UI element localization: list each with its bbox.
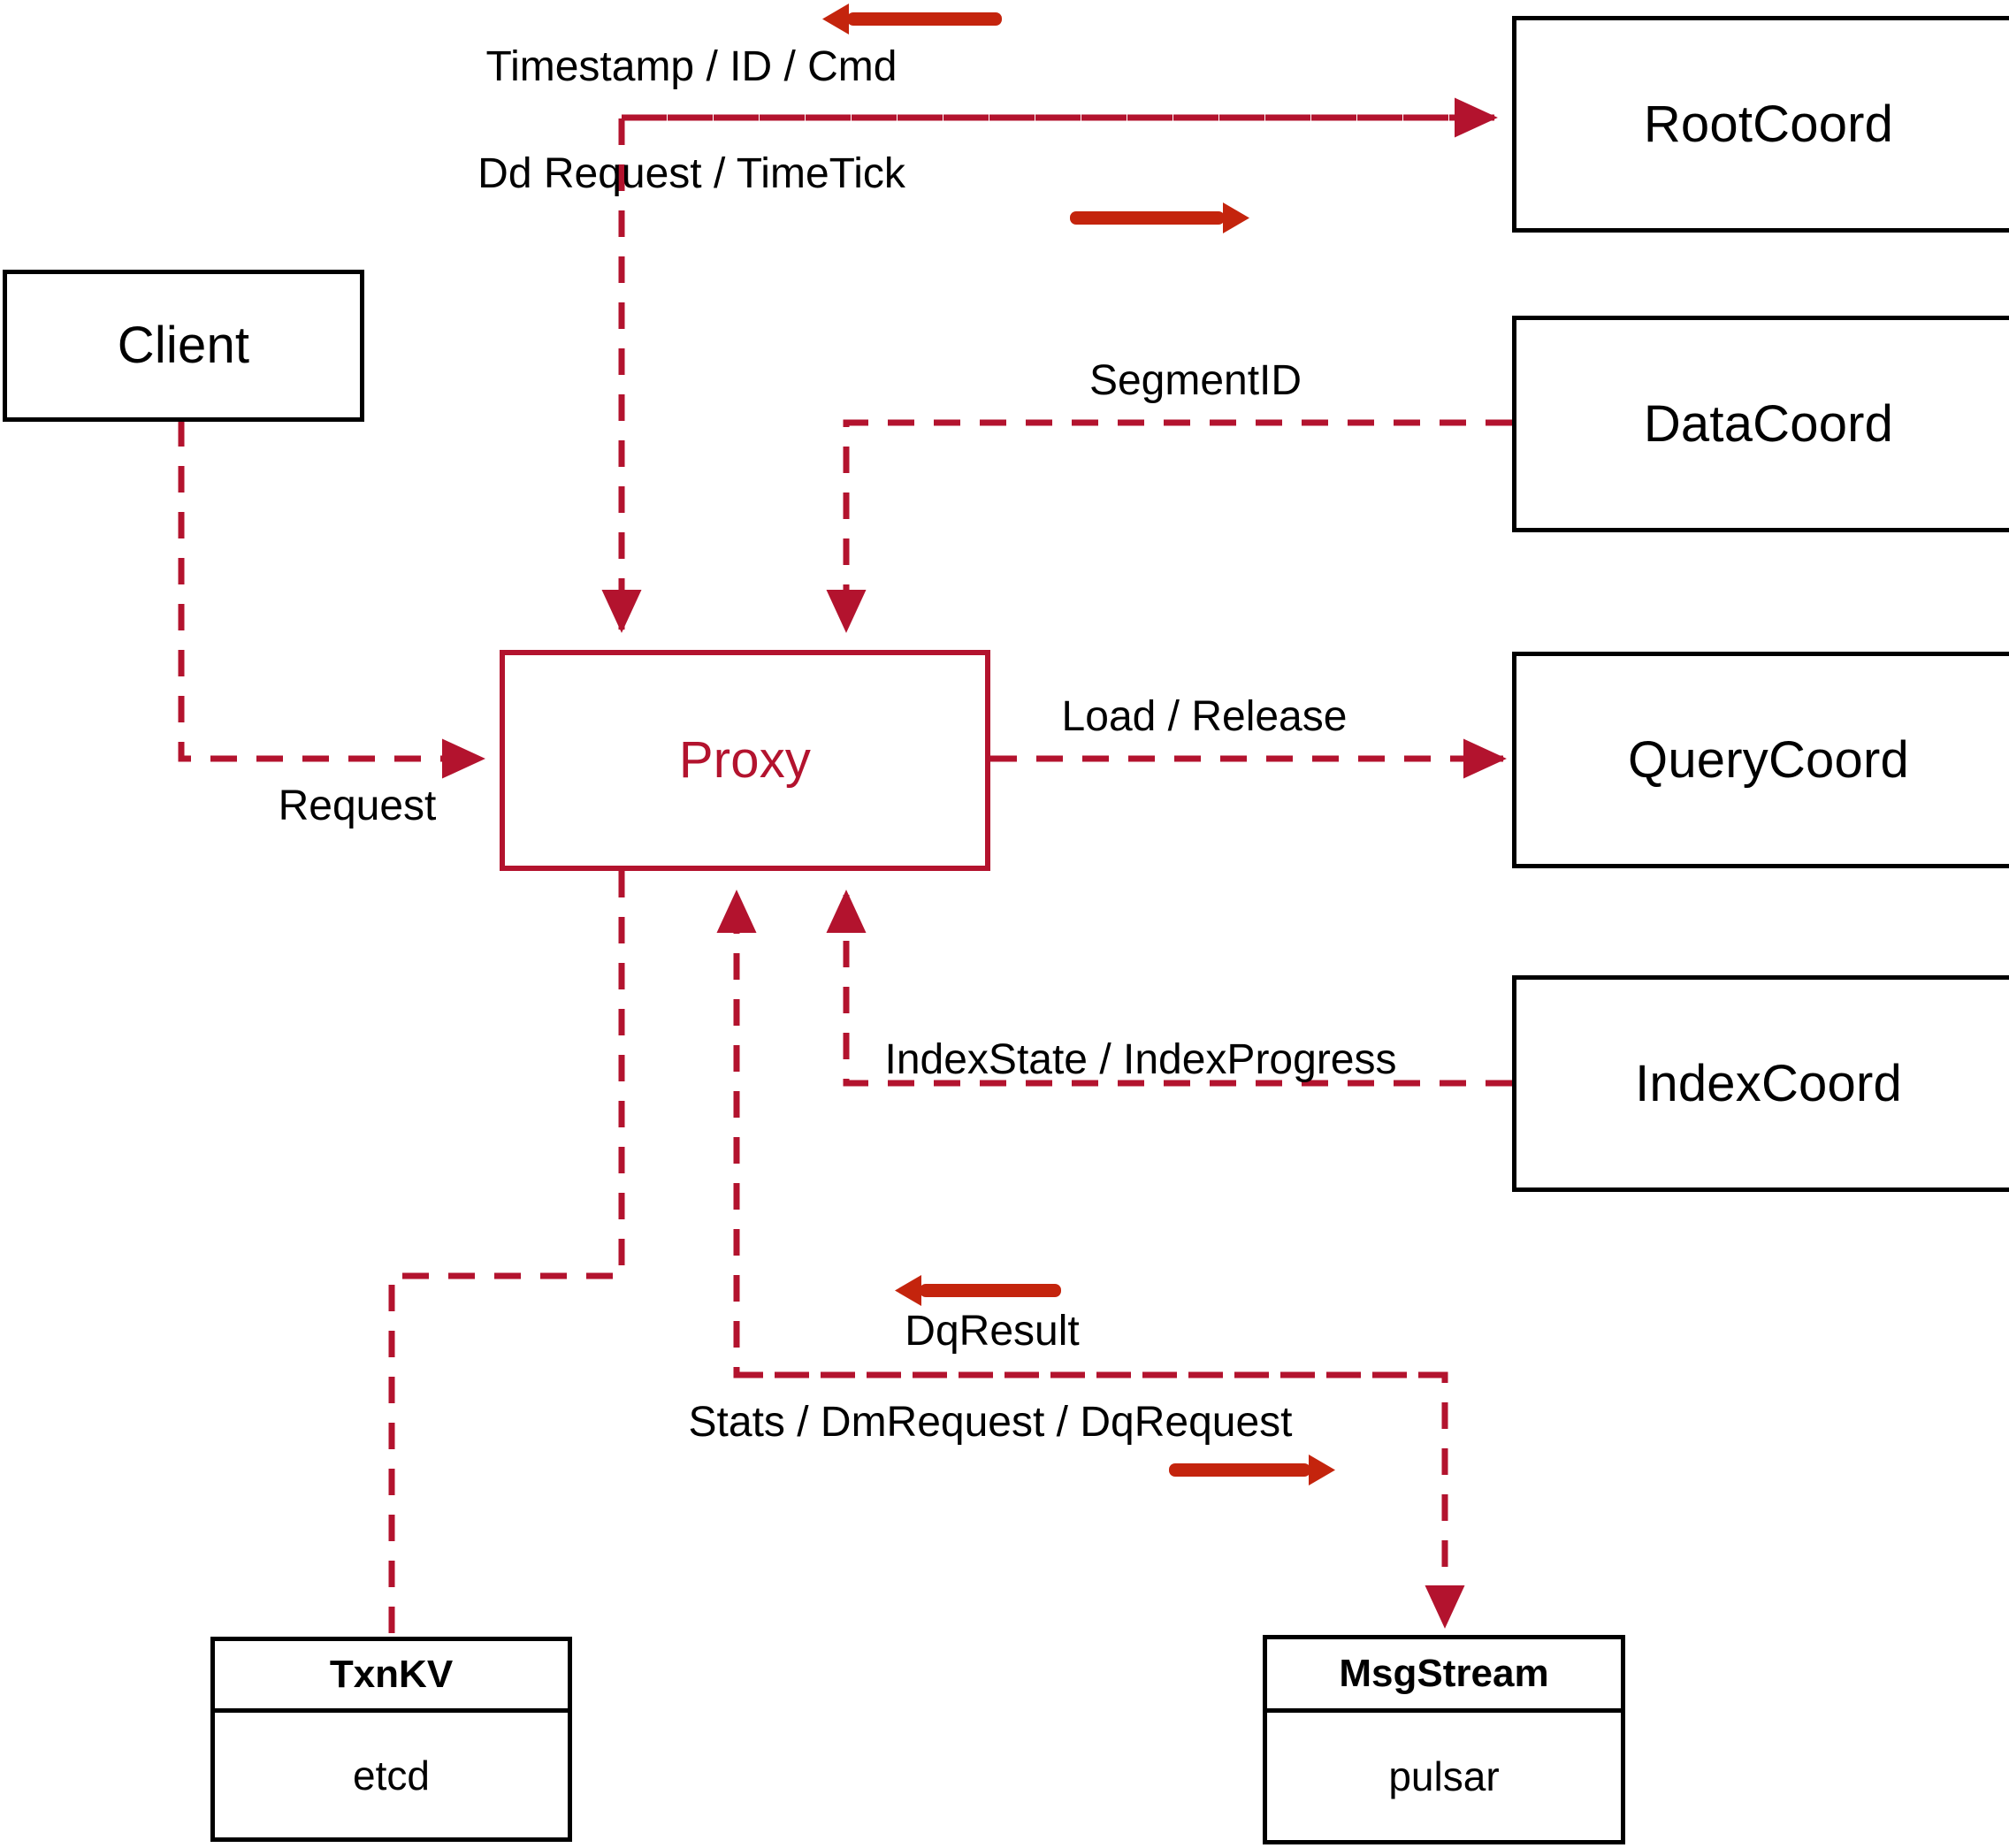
edge-label-request: Request <box>278 783 437 829</box>
node-root-coord-label: RootCoord <box>1643 95 1894 153</box>
edge-label-dd-request-timetick: Dd Request / TimeTick <box>477 150 905 197</box>
edge-index-state-progress <box>826 890 1512 1087</box>
edge-txnkv-link <box>388 871 625 1637</box>
node-data-coord-label: DataCoord <box>1643 394 1894 453</box>
node-proxy-label: Proxy <box>678 731 812 789</box>
node-msgstream-header: MsgStream <box>1267 1639 1621 1713</box>
node-client-label: Client <box>117 317 250 374</box>
edge-label-index-state-progress: IndexState / IndexProgress <box>884 1036 1397 1083</box>
legend-arrow-timestamp-icon <box>822 4 1002 34</box>
legend-arrow-dd-request-icon <box>1070 202 1249 233</box>
edge-label-timestamp-id-cmd: Timestamp / ID / Cmd <box>485 43 898 90</box>
node-txnkv-impl: etcd <box>353 1752 430 1798</box>
edge-stats-dm-dq-request <box>737 1371 1465 1629</box>
node-data-coord[interactable]: DataCoord <box>1512 316 2009 532</box>
edge-label-dq-result: DqResult <box>905 1308 1080 1355</box>
node-index-coord[interactable]: IndexCoord <box>1512 975 2009 1192</box>
node-msgstream-impl: pulsar <box>1388 1753 1500 1799</box>
edge-label-stats-dm-dq-request: Stats / DmRequest / DqRequest <box>688 1399 1293 1446</box>
node-msgstream-title: MsgStream <box>1339 1652 1549 1695</box>
node-txnkv-title: TxnKV <box>329 1653 454 1696</box>
legend-arrow-stats-icon <box>1169 1455 1335 1485</box>
node-txnkv-body: etcd <box>215 1713 568 1837</box>
edge-timestamp-id-cmd <box>601 114 1494 633</box>
node-client[interactable]: Client <box>3 270 364 422</box>
node-index-coord-label: IndexCoord <box>1635 1054 1902 1112</box>
legend-arrow-dq-result-icon <box>895 1275 1061 1306</box>
edge-segment-id <box>826 419 1512 633</box>
node-proxy[interactable]: Proxy <box>500 650 990 871</box>
node-root-coord[interactable]: RootCoord <box>1512 16 2009 233</box>
edge-label-load-release: Load / Release <box>1061 693 1348 740</box>
node-txnkv[interactable]: TxnKV etcd <box>210 1637 572 1842</box>
node-query-coord[interactable]: QueryCoord <box>1512 652 2009 868</box>
edge-dq-result <box>716 890 1445 1378</box>
node-msgstream-body: pulsar <box>1267 1713 1621 1840</box>
edge-label-segment-id: SegmentID <box>1089 357 1302 404</box>
node-query-coord-label: QueryCoord <box>1628 730 1909 789</box>
edge-request <box>178 420 485 779</box>
node-txnkv-header: TxnKV <box>215 1641 568 1713</box>
node-msgstream[interactable]: MsgStream pulsar <box>1263 1635 1625 1844</box>
